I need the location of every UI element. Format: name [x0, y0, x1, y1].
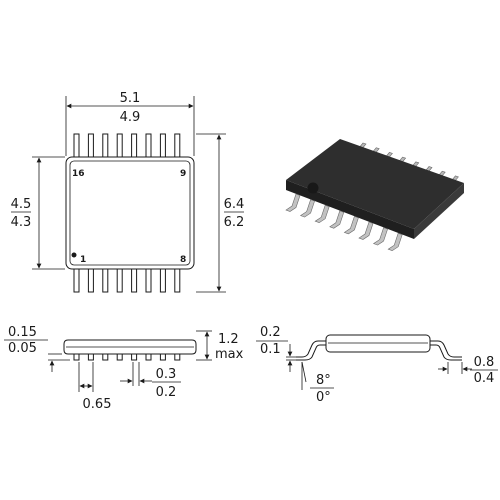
side-body-outline — [325, 334, 431, 353]
right-lead — [430, 340, 462, 361]
foot-min-label: 0.4 — [474, 371, 495, 386]
front-pin — [159, 353, 166, 361]
front-leads — [285, 193, 403, 252]
top-pin — [174, 133, 181, 158]
front-view-pins — [73, 353, 181, 361]
height-value-label: 1.2 — [218, 332, 239, 347]
span-min-label: 6.2 — [224, 215, 245, 230]
foot-max-label: 0.8 — [474, 355, 495, 370]
top-view: 16 9 1 8 5.1 4.9 4.5 4.3 6.4 6.2 — [11, 91, 245, 293]
lead-thickness-min-label: 0.1 — [260, 342, 281, 357]
top-pin — [116, 133, 123, 158]
pin1-marker-dot — [71, 252, 77, 258]
pin-8-label: 8 — [180, 255, 186, 265]
bottom-pin — [73, 268, 80, 293]
body-top-face — [286, 139, 464, 229]
height-unit-label: max — [215, 347, 244, 362]
front-pin — [102, 353, 109, 361]
angle-max-label: 8° — [316, 373, 331, 388]
lead-thickness-max-label: 0.2 — [260, 325, 281, 340]
front-lead — [285, 193, 301, 212]
top-pin — [159, 133, 166, 158]
span-max-label: 6.4 — [224, 197, 245, 212]
left-lead — [296, 340, 326, 361]
front-pin — [87, 353, 94, 361]
bottom-pin — [159, 268, 166, 293]
bottom-pin — [87, 268, 94, 293]
top-pin — [73, 133, 80, 158]
pin-1-label: 1 — [80, 255, 86, 265]
body-side-face — [414, 183, 464, 239]
package-body-outline — [65, 156, 195, 270]
bottom-pin — [131, 268, 138, 293]
body-height-max-label: 4.5 — [11, 197, 32, 212]
body-front-face — [286, 180, 414, 239]
lead-width-min-label: 0.2 — [156, 385, 177, 400]
bottom-pin — [102, 268, 109, 293]
front-lead — [314, 204, 330, 224]
body-height-min-label: 4.3 — [11, 215, 32, 230]
standoff-max-label: 0.15 — [8, 325, 37, 340]
front-pin — [73, 353, 80, 361]
standoff-min-label: 0.05 — [8, 341, 37, 356]
front-pin — [145, 353, 152, 361]
pin1-dimple — [307, 182, 319, 194]
top-pin — [145, 133, 152, 158]
top-pin — [87, 133, 94, 158]
front-lead — [358, 221, 374, 240]
bottom-pin — [145, 268, 152, 293]
bottom-pins — [73, 268, 181, 293]
front-view: 0.15 0.05 1.2 max 0.65 0.3 0.2 — [4, 325, 244, 412]
package-3d-view — [285, 139, 464, 252]
front-lead — [387, 232, 403, 252]
top-pin — [131, 133, 138, 158]
side-view: 0.2 0.1 8° 0° 0.8 0.4 — [256, 325, 498, 405]
front-pin — [116, 353, 123, 361]
front-body-outline — [63, 339, 197, 355]
lead-width-max-label: 0.3 — [156, 367, 177, 382]
angle-min-label: 0° — [316, 390, 331, 405]
width-min-label: 4.9 — [120, 110, 141, 125]
front-lead — [372, 227, 388, 246]
bottom-pin — [174, 268, 181, 293]
pin-16-label: 16 — [72, 169, 85, 179]
pitch-label: 0.65 — [83, 397, 112, 412]
top-pins — [73, 133, 181, 158]
package-body-inner — [69, 160, 191, 266]
bottom-pin — [116, 268, 123, 293]
width-max-label: 5.1 — [120, 91, 141, 106]
front-lead — [299, 199, 315, 218]
front-pin — [131, 353, 138, 361]
front-lead — [329, 210, 345, 229]
front-lead — [343, 216, 359, 235]
top-pin — [102, 133, 109, 158]
front-pin — [174, 353, 181, 361]
pin-9-label: 9 — [180, 169, 186, 179]
